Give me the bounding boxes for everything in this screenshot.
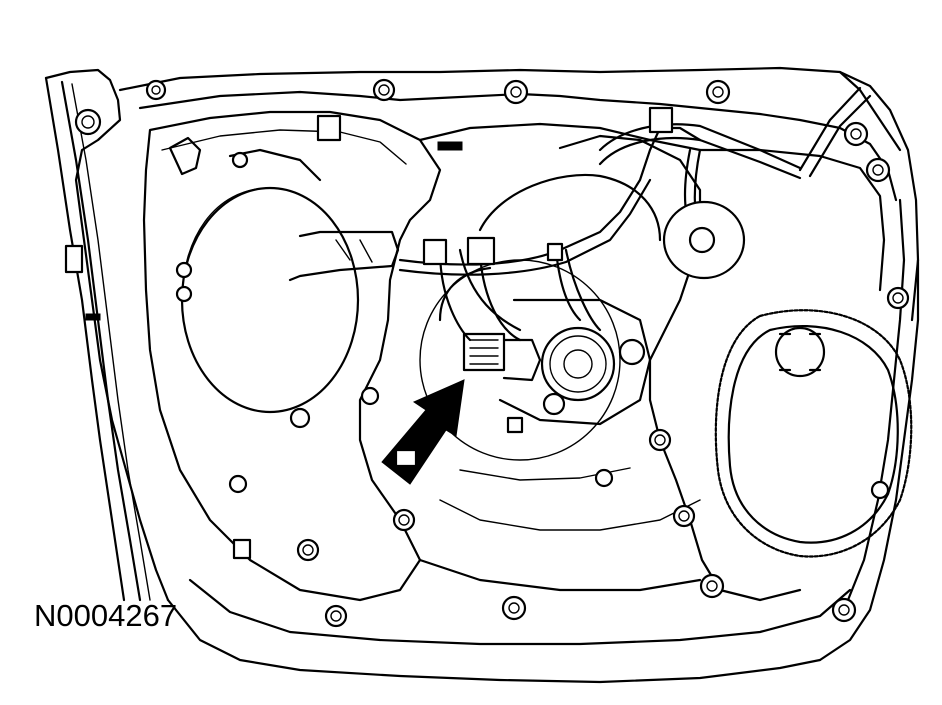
inner-panel — [142, 110, 886, 602]
right-speaker — [714, 309, 913, 558]
speaker-opening — [180, 186, 360, 414]
label-mark — [437, 141, 463, 151]
harness-connector — [466, 236, 496, 266]
callout-arrow — [381, 379, 465, 485]
clip — [232, 538, 252, 560]
door-frame — [44, 66, 920, 684]
figure-reference-code: N0004267 — [34, 598, 178, 633]
clip — [506, 416, 524, 434]
wire-harness — [398, 86, 872, 342]
harness-connector — [648, 106, 674, 134]
upper-bracket — [168, 114, 400, 282]
label-mark — [85, 313, 101, 321]
motor-gear — [498, 298, 652, 426]
clip — [394, 448, 418, 468]
grommet — [662, 200, 746, 280]
harness-connector — [422, 238, 448, 266]
motor-connector — [462, 332, 542, 382]
clip — [64, 244, 84, 274]
fasteners — [74, 78, 910, 628]
harness-connector — [546, 242, 564, 262]
